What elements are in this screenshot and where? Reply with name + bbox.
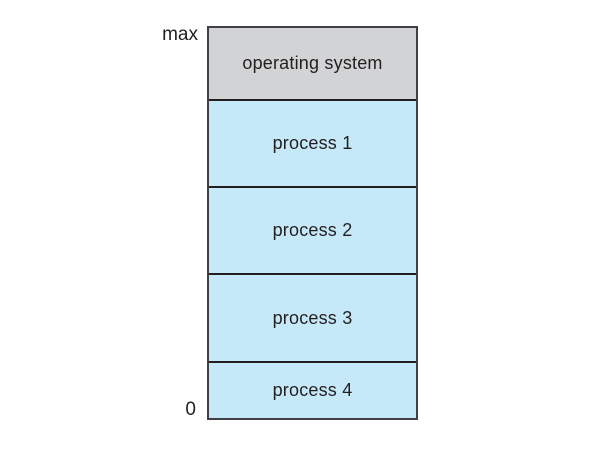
segment-label-process-4: process 4	[272, 379, 353, 400]
memory-segment-process-2: process 2	[209, 188, 416, 276]
zero-label: 0	[185, 399, 196, 420]
segment-label-process-2: process 2	[272, 220, 353, 241]
max-label: max	[162, 24, 198, 45]
segment-label-operating-system: operating system	[242, 53, 383, 74]
memory-segment-process-4: process 4	[209, 362, 416, 418]
memory-box: operating system process 1 process 2 pro…	[207, 26, 418, 420]
memory-segment-operating-system: operating system	[209, 28, 416, 102]
memory-segment-process-3: process 3	[209, 275, 416, 363]
segment-label-process-1: process 1	[272, 133, 353, 154]
memory-segment-process-1: process 1	[209, 101, 416, 189]
segment-label-process-3: process 3	[272, 307, 353, 328]
